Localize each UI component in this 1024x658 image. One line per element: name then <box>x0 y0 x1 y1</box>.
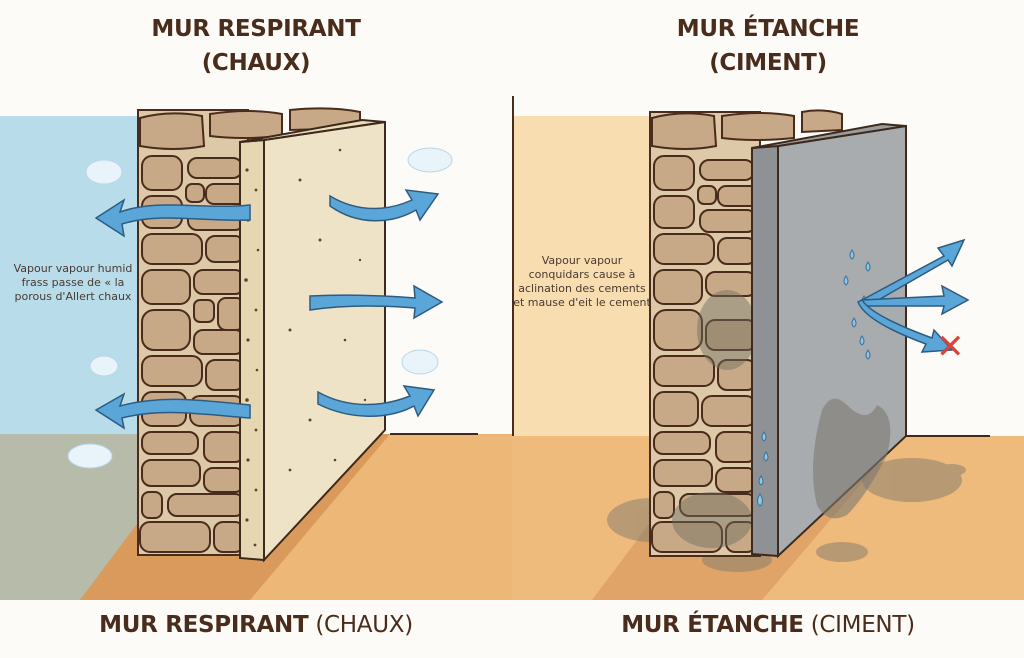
vapour-arrows <box>94 189 444 430</box>
left-title-line2: (CHAUX) <box>201 50 311 76</box>
right-title-line1: MUR ÉTANCHE <box>676 16 860 42</box>
panel-waterproof-wall: ✕ MUR ÉTANCHE (CIMENT) Vapour vapour con… <box>512 0 1024 658</box>
waterproof-wall-illustration <box>512 80 1024 600</box>
vapour-clouds <box>67 147 453 469</box>
right-title-line2: (CIMENT) <box>709 50 827 76</box>
blocked-x-icon: ✕ <box>936 327 965 367</box>
left-annotation: Vapour vapour humid frass passe de « la … <box>13 262 133 303</box>
stone-damp <box>672 290 757 548</box>
left-footer-light: (CHAUX) <box>315 612 413 638</box>
right-footer-bold: MUR ÉTANCHE <box>621 612 804 638</box>
breathable-wall-illustration <box>0 80 512 600</box>
water-drops <box>757 249 871 507</box>
left-footer-caption: MUR RESPIRANT (CHAUX) <box>0 612 512 638</box>
right-footer-light: (CIMENT) <box>810 612 915 638</box>
right-title: MUR ÉTANCHE (CIMENT) <box>512 12 1024 80</box>
right-footer-caption: MUR ÉTANCHE (CIMENT) <box>512 612 1024 638</box>
blocked-vapour-arrows <box>857 238 970 353</box>
right-annotation: Vapour vapour conquidars cause à aclinat… <box>513 254 651 309</box>
panel-breathable-wall: MUR RESPIRANT (CHAUX) Vapour vapour humi… <box>0 12 512 638</box>
left-title-line1: MUR RESPIRANT <box>151 16 361 42</box>
left-footer-bold: MUR RESPIRANT <box>99 612 309 638</box>
left-title: MUR RESPIRANT (CHAUX) <box>0 12 512 80</box>
lime-pores <box>244 148 367 547</box>
